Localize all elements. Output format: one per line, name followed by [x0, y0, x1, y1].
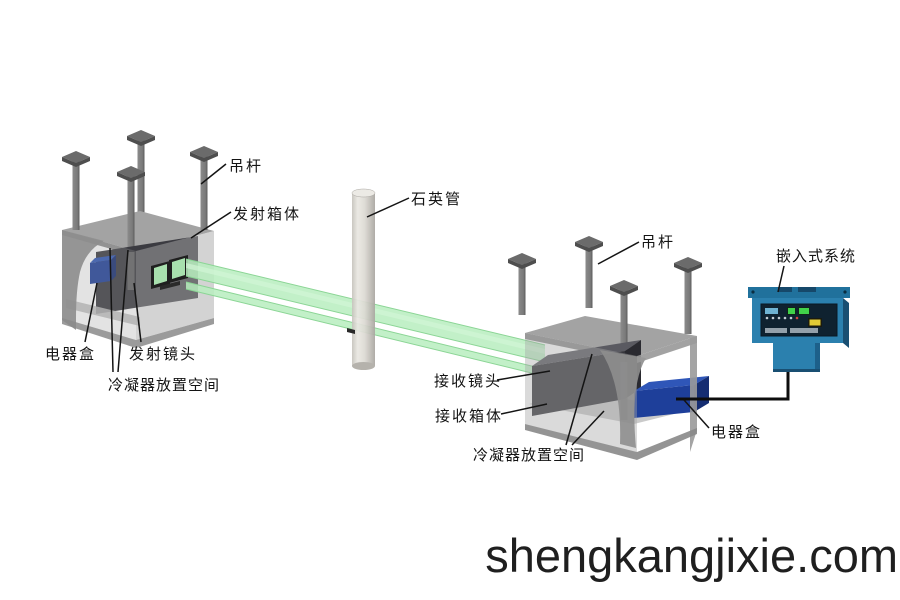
label-transmitter-box: 发射箱体	[233, 206, 301, 223]
hanger-rod-icon	[575, 236, 603, 308]
mounting-bracket	[748, 287, 850, 298]
electrical-box-left	[90, 255, 116, 284]
label-electrical-box-left: 电器盒	[45, 346, 96, 363]
label-electrical-box-right: 电器盒	[711, 424, 762, 441]
electrical-box-right	[634, 376, 709, 418]
receiver-top-face	[525, 316, 697, 356]
receiver-assembly	[508, 236, 709, 460]
label-quartz-tube: 石英管	[411, 190, 462, 208]
label-condenser-space-left: 冷凝器放置空间	[108, 377, 220, 394]
label-hanger-left: 吊杆	[229, 158, 263, 175]
label-transmitter-lens: 发射镜头	[129, 345, 197, 363]
transmitter-assembly	[62, 130, 218, 348]
label-hanger-right: 吊杆	[641, 234, 675, 251]
hanger-rod-icon	[190, 146, 218, 230]
receiver-leg	[600, 350, 646, 448]
hanger-rod-icon	[674, 257, 702, 334]
embedded-system-display	[760, 303, 838, 337]
transmitter-top-face	[62, 211, 214, 251]
transmitter-lens-windows	[151, 255, 188, 290]
hanger-rod-icon	[508, 253, 536, 315]
quartz-tube	[347, 188, 376, 370]
label-receiver-lens: 接收镜头	[434, 372, 502, 390]
watermark: shengkangjixie.com	[485, 529, 898, 582]
label-condenser-space-right: 冷凝器放置空间	[473, 447, 585, 464]
label-embedded-system: 嵌入式系统	[776, 248, 856, 265]
transmitter-leg	[62, 230, 104, 330]
signal-wire	[676, 371, 790, 401]
condenser-shelf-left	[66, 299, 140, 326]
hanger-rod-icon	[610, 280, 638, 362]
label-receiver-box: 接收箱体	[435, 408, 503, 425]
leader-lines	[84, 163, 785, 446]
hanger-rod-icon	[62, 151, 90, 230]
embedded-system	[748, 287, 850, 372]
hanger-rod-icon	[117, 166, 145, 252]
